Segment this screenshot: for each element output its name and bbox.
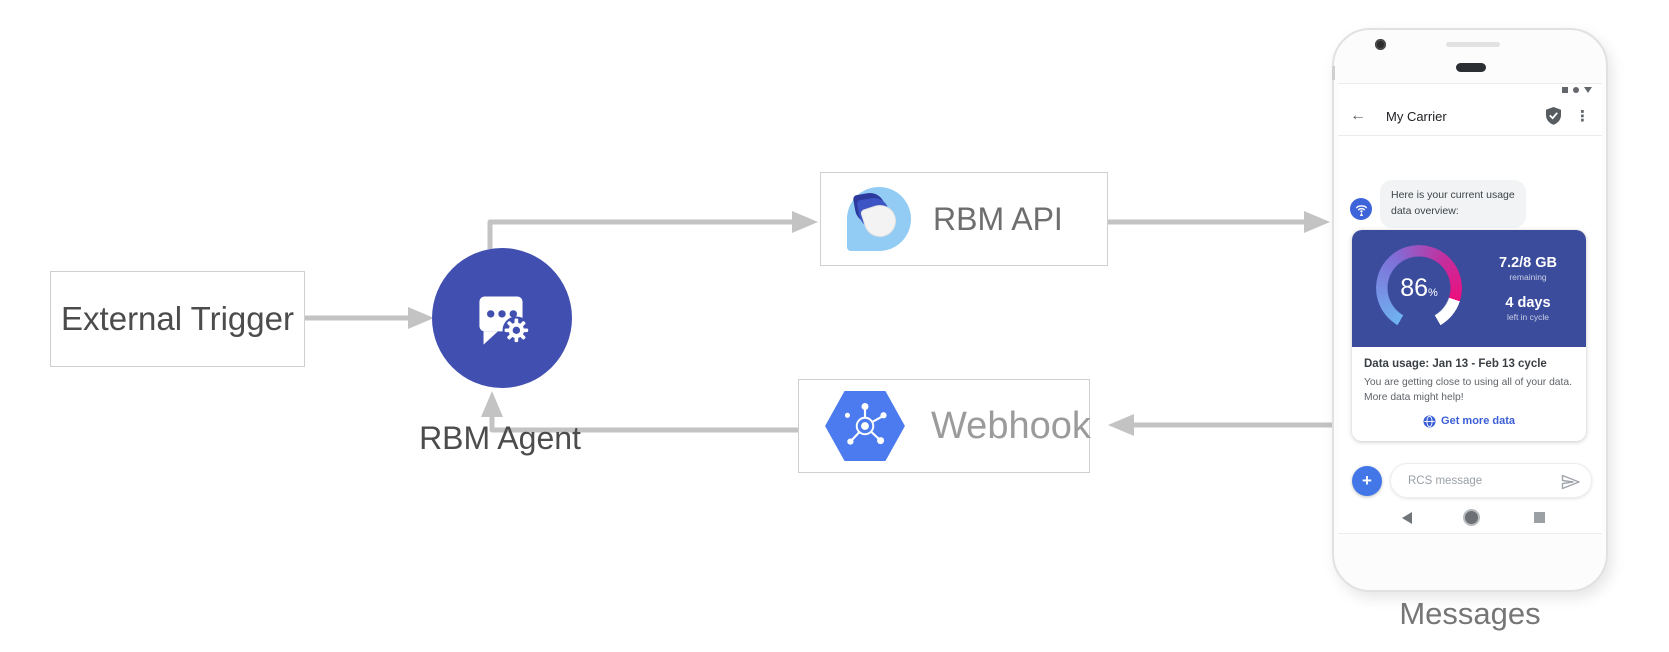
rbm-agent-label: RBM Agent	[419, 420, 581, 456]
remaining-value: 7.2/8 GB	[1498, 255, 1558, 271]
usage-stats: 7.2/8 GB remaining 4 days left in cycle	[1470, 230, 1586, 347]
arrowhead	[408, 307, 434, 329]
rbm-api-node: RBM API	[820, 172, 1108, 266]
rbm-agent-node	[432, 248, 572, 388]
verified-badge-icon	[1546, 107, 1561, 125]
earpiece	[1456, 63, 1486, 72]
arrowhead	[481, 391, 503, 417]
back-triangle-icon[interactable]	[1402, 512, 1412, 524]
message-composer	[1390, 463, 1592, 498]
cloud-functions-hexagon-icon	[823, 389, 907, 463]
usage-percent: 86 %	[1376, 245, 1462, 331]
get-more-data-label: Get more data	[1441, 415, 1515, 428]
android-nav-bar	[1338, 505, 1602, 531]
usage-card-text-line2: More data might help!	[1364, 391, 1464, 403]
remaining-label: remaining	[1509, 272, 1547, 282]
days-label: left in cycle	[1506, 312, 1550, 322]
external-trigger-node: External Trigger	[50, 271, 305, 367]
arrow-webhook-to-agent	[489, 415, 798, 433]
messages-caption: Messages	[1399, 596, 1541, 631]
usage-rich-card: 86 % 7.2/8 GB remaining 4 days left in c…	[1352, 230, 1586, 441]
overflow-menu-icon[interactable]: ⋮	[1575, 108, 1590, 125]
stop-square-icon	[1562, 87, 1568, 93]
recents-square-icon[interactable]	[1534, 512, 1545, 523]
front-camera-icon	[1375, 39, 1386, 50]
home-circle-icon[interactable]	[1463, 509, 1480, 526]
phone-screen: ← My Carrier ⋮ Here is yo	[1338, 83, 1602, 534]
record-circle-icon	[1573, 87, 1579, 93]
usage-gauge-panel: 86 % 7.2/8 GB remaining 4 days left in c…	[1352, 230, 1586, 347]
days-value: 4 days	[1505, 295, 1551, 311]
usage-card-title: Data usage: Jan 13 - Feb 13 cycle	[1364, 358, 1547, 370]
speaker-slit	[1446, 42, 1500, 47]
agent-avatar	[1350, 198, 1372, 220]
rbm-api-label: RBM API	[933, 200, 1063, 237]
usage-donut-gauge	[1376, 245, 1462, 331]
sim-tray-notch	[1332, 66, 1335, 80]
arrow-agent-to-api	[487, 219, 794, 249]
external-trigger-label: External Trigger	[61, 300, 294, 337]
usage-card-body: Data usage: Jan 13 - Feb 13 cycle You ar…	[1352, 347, 1586, 441]
conversation-header: ← My Carrier ⋮	[1338, 97, 1602, 136]
webhook-label: Webhook	[931, 404, 1091, 447]
get-more-data-button[interactable]: Get more data	[1364, 415, 1574, 428]
conversation-title: My Carrier	[1386, 108, 1447, 124]
arrowhead	[1304, 211, 1330, 233]
status-bar	[1562, 87, 1592, 93]
webhook-node: Webhook	[798, 379, 1091, 473]
globe-icon	[1423, 415, 1436, 428]
percent-value: 86	[1400, 273, 1429, 302]
attach-plus-button[interactable]: +	[1352, 466, 1382, 496]
agent-message-bubble: Here is your current usage data overview…	[1380, 180, 1526, 228]
percent-symbol: %	[1428, 286, 1438, 299]
rbm-api-logo-icon	[847, 187, 911, 251]
back-arrow-icon[interactable]: ←	[1350, 107, 1366, 124]
arrowhead	[1108, 414, 1134, 436]
arrowhead	[792, 211, 818, 233]
send-icon[interactable]	[1561, 474, 1581, 490]
usage-card-text-line1: You are getting close to using all of yo…	[1364, 377, 1572, 388]
dropdown-triangle-icon	[1584, 87, 1592, 93]
rcs-message-input[interactable]	[1406, 473, 1550, 488]
phone-mockup: ← My Carrier ⋮ Here is yo	[1332, 28, 1608, 592]
chat-bubble-gear-icon	[479, 296, 531, 345]
broadcast-tower-icon	[1355, 205, 1367, 216]
